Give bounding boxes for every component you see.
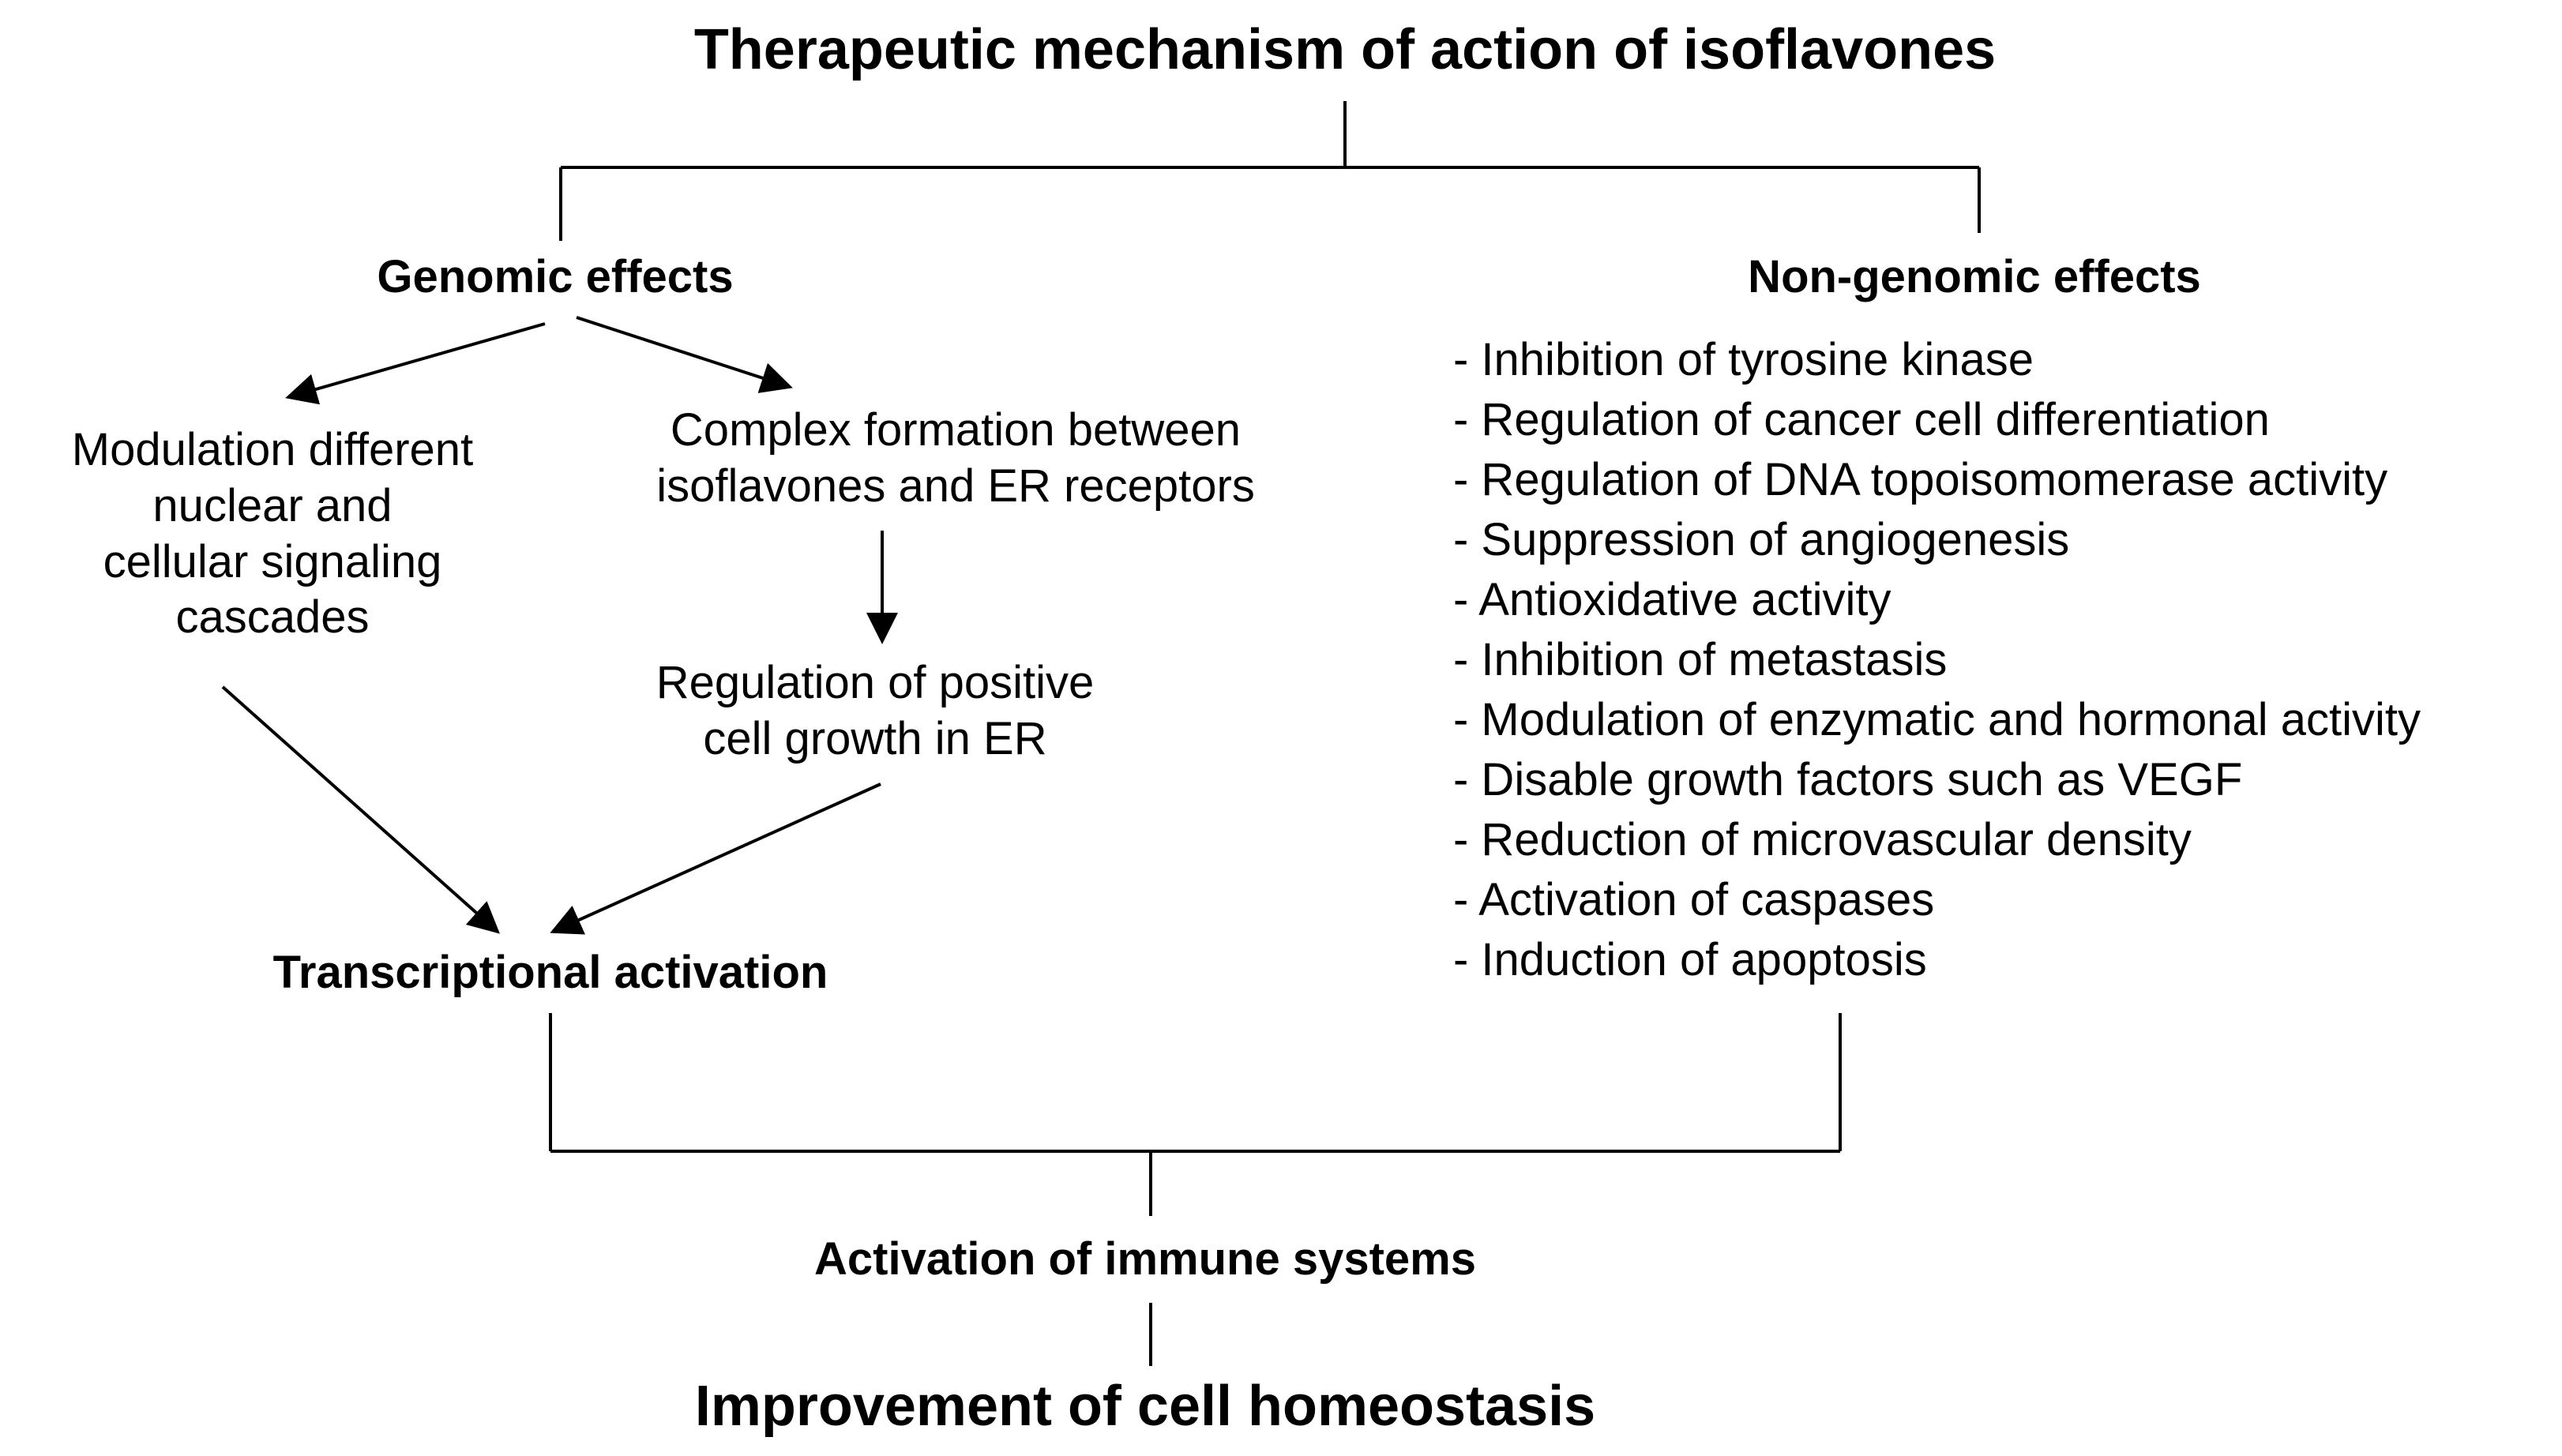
genomic-effects-heading: Genomic effects (377, 251, 734, 302)
non-genomic-item: - Antioxidative activity (1453, 574, 1891, 625)
arrow-to-modulation (285, 322, 546, 405)
non-genomic-item: - Inhibition of tyrosine kinase (1453, 334, 2034, 385)
non-genomic-effects-heading: Non-genomic effects (1748, 251, 2201, 302)
non-genomic-item: - Suppression of angiogenesis (1453, 514, 2070, 565)
non-genomic-effects-list: - Inhibition of tyrosine kinase - Regula… (1453, 330, 2421, 990)
complex-formation-line: isoflavones and ER receptors (656, 460, 1255, 512)
modulation-line: cascades (175, 591, 370, 644)
arrow-regulation-to-transcription (550, 782, 881, 935)
regulation-node: Regulation of positive cell growth in ER (656, 655, 1095, 767)
non-genomic-item: - Induction of apoptosis (1453, 934, 1927, 985)
regulation-line: cell growth in ER (703, 712, 1047, 764)
non-genomic-item: - Regulation of DNA topoisomomerase acti… (1453, 454, 2388, 505)
non-genomic-item: - Activation of caspases (1453, 874, 1935, 925)
non-genomic-item: - Regulation of cancer cell differentiat… (1453, 394, 2270, 445)
modulation-node: Modulation different nuclear and cellula… (72, 422, 473, 646)
immune-activation-node: Activation of immune systems (814, 1233, 1476, 1285)
transcriptional-activation-node: Transcriptional activation (272, 947, 828, 998)
non-genomic-item: - Disable growth factors such as VEGF (1453, 754, 2243, 805)
modulation-line: nuclear and (152, 479, 393, 531)
complex-formation-line: Complex formation between (670, 404, 1242, 456)
non-genomic-item: - Inhibition of metastasis (1453, 634, 1948, 685)
non-genomic-item: - Modulation of enzymatic and hormonal a… (1453, 694, 2421, 745)
homeostasis-node: Improvement of cell homeostasis (694, 1375, 1596, 1438)
diagram-title: Therapeutic mechanism of action of isofl… (693, 18, 1997, 81)
modulation-line: cellular signaling (103, 535, 442, 587)
non-genomic-item: - Reduction of microvascular density (1453, 814, 2192, 865)
arrow-modulation-to-transcription (221, 685, 500, 934)
arrow-to-complex (576, 316, 793, 393)
modulation-line: Modulation different (71, 424, 474, 475)
regulation-line: Regulation of positive (656, 657, 1095, 708)
complex-formation-node: Complex formation between isoflavones an… (656, 403, 1255, 515)
